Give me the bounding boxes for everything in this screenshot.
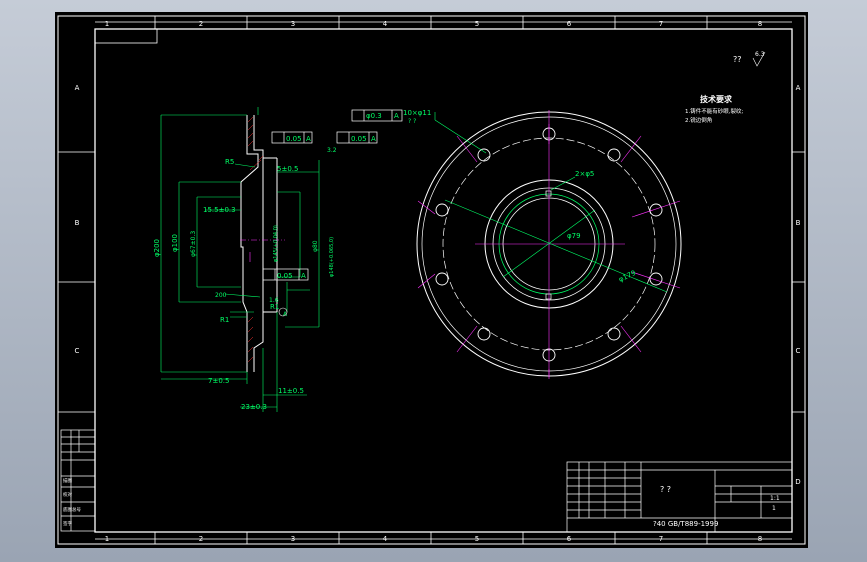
dim-holes-sub: ? ?	[408, 118, 416, 125]
note-3-2: 3.2	[327, 147, 337, 154]
dim-d67: φ67±0.3	[190, 231, 197, 257]
col-label-7b: 7	[659, 535, 663, 543]
dim-r1a: R1	[220, 316, 229, 324]
dim-d200: φ200	[153, 239, 161, 257]
roughness-value: 6.3	[755, 51, 765, 58]
side-label-0: 描图	[63, 477, 72, 484]
tol-value-1: 0.05	[286, 135, 302, 143]
tech-title: 技术要求	[700, 94, 733, 104]
side-revision-table	[60, 429, 96, 532]
col-label-8b: 8	[758, 535, 762, 543]
pos-tol-value: φ0.3	[366, 112, 382, 120]
tech-note-2: 2.锐边倒角	[685, 116, 712, 124]
dim-23: 23±0.3	[241, 403, 267, 411]
roughness-mark: ??	[733, 55, 742, 64]
col-label-3: 3	[291, 20, 295, 28]
tol-datum-2: A	[371, 135, 376, 143]
title-block	[566, 461, 793, 533]
row-label-a-right: A	[796, 84, 801, 92]
col-label-4: 4	[383, 20, 388, 28]
dim-15-5: 15.5±0.3	[203, 206, 236, 214]
tech-requirements: 技术要求 1.铸件不能有砂眼,裂纹; 2.锐边倒角 ?? 6.3	[685, 51, 766, 124]
dim-d145: φ145(+0.04,0)	[273, 225, 279, 262]
outer-frame	[57, 15, 806, 545]
side-label-2: 底图总号	[63, 506, 81, 513]
tol-datum-1: A	[306, 135, 311, 143]
row-label-b-right: B	[796, 219, 801, 227]
col-label-6b: 6	[567, 535, 572, 543]
col-label-2b: 2	[199, 535, 203, 543]
cad-drawing: 1 2 3 4 5 6 7 8 1 2 3 4 5 6 7 8 A B C	[57, 15, 806, 545]
note-1-6: 1.6	[269, 297, 279, 304]
section-view: 0.05 A 0.05 A 0.05 A R5 5±0.5 15.5±0.3 7…	[153, 107, 378, 412]
col-label-3b: 3	[291, 535, 295, 543]
tol-value-3: 0.05	[277, 272, 293, 280]
dim-d100: φ100	[171, 234, 179, 252]
col-label-6: 6	[567, 20, 572, 28]
tol-value-2: 0.05	[351, 135, 367, 143]
dim-d179: φ179	[617, 269, 637, 284]
side-label-3: 签字	[63, 520, 72, 527]
dim-r5: R5	[225, 158, 234, 166]
row-label-d-right: D	[795, 478, 800, 486]
col-label-5: 5	[475, 20, 479, 28]
dim-2x5: 2×φ5	[575, 170, 594, 178]
dim-200-note: 200	[215, 292, 227, 299]
part-name: ? ?	[660, 485, 671, 494]
dim-d79: φ79	[567, 232, 581, 240]
pos-tol-datum: A	[394, 112, 399, 120]
col-label-7: 7	[659, 20, 663, 28]
tech-note-1: 1.铸件不能有砂眼,裂纹;	[685, 107, 743, 115]
side-label-1: 校对	[63, 491, 72, 498]
dim-d80: φ80	[312, 240, 319, 252]
row-label-b: B	[75, 219, 80, 227]
row-label-c-right: C	[796, 347, 801, 355]
sheet-value: 1	[772, 505, 776, 512]
material-spec: ?40 GB/T889-1999	[653, 520, 718, 528]
drawing-canvas[interactable]: 1 2 3 4 5 6 7 8 1 2 3 4 5 6 7 8 A B C	[55, 12, 808, 548]
label-a: A	[283, 311, 288, 318]
dim-7: 7±0.5	[208, 377, 229, 385]
dim-d148: φ148(+0.065,0)	[329, 237, 335, 277]
row-label-a: A	[75, 84, 80, 92]
col-label-5b: 5	[475, 535, 479, 543]
col-label-4b: 4	[383, 535, 388, 543]
row-label-c: C	[75, 347, 80, 355]
dim-holes: 10×φ11	[403, 109, 431, 117]
col-label-1: 1	[105, 20, 109, 28]
col-label-2: 2	[199, 20, 203, 28]
dim-11: 11±0.5	[278, 387, 304, 395]
col-label-1b: 1	[105, 535, 109, 543]
dim-r1b: R1	[270, 303, 279, 311]
dim-5: 5±0.5	[277, 165, 298, 173]
col-label-8: 8	[758, 20, 762, 28]
front-view: φ0.3 A 10×φ11 ? ? 2×φ5 φ79 φ179	[351, 109, 682, 379]
inner-frame	[94, 28, 793, 533]
tol-datum-3: A	[301, 272, 306, 280]
scale-value: 1:1	[770, 495, 780, 502]
